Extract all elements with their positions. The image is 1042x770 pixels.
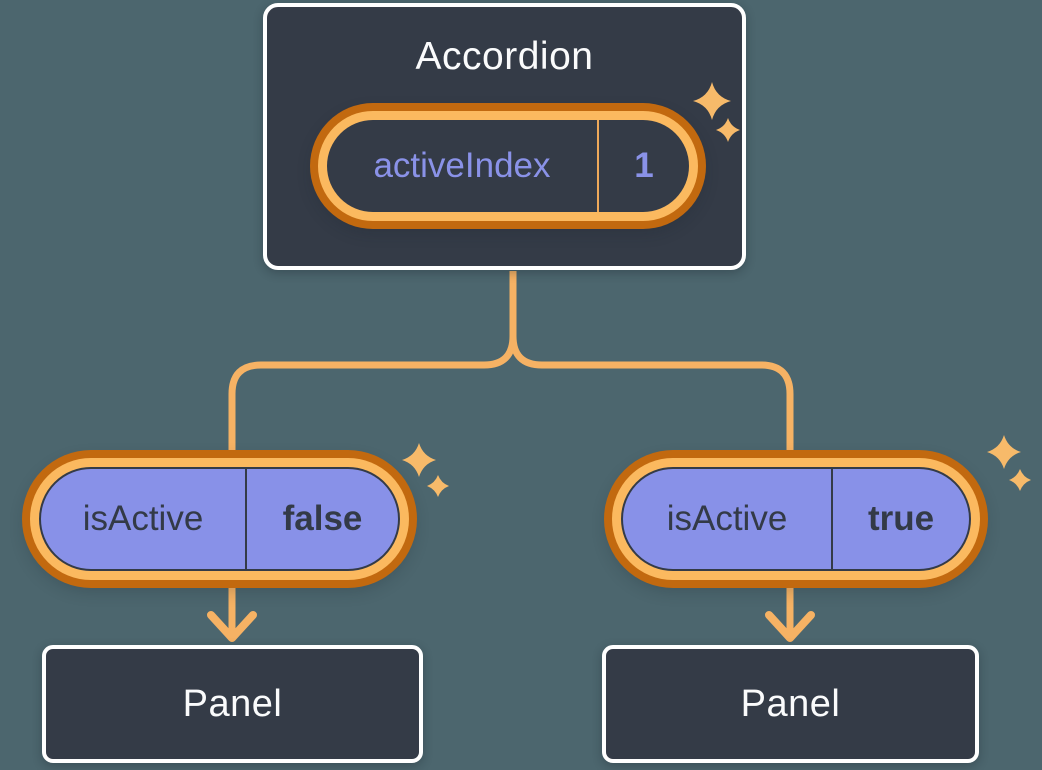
pill-divider <box>831 469 833 569</box>
sparkle-icon <box>402 443 436 477</box>
arrow-head-right <box>765 611 815 642</box>
connector-branch-right <box>509 271 794 458</box>
connector-branch-left <box>228 271 517 458</box>
prop-key-label: isActive <box>666 499 788 538</box>
state-key-label: activeIndex <box>373 146 551 185</box>
prop-pill-isactive-false: isActive false <box>39 467 400 571</box>
accordion-title: Accordion <box>415 35 594 78</box>
sparkle-icon <box>987 435 1021 469</box>
prop-pill-isactive-true: isActive true <box>621 467 971 571</box>
pill-divider <box>245 469 247 569</box>
prop-value-label: false <box>282 499 363 538</box>
sparkle-icon <box>1009 469 1031 491</box>
sparkle-icon <box>427 475 449 497</box>
panel-title: Panel <box>740 682 841 725</box>
pill-divider <box>597 120 599 212</box>
panel-node-left: Panel <box>42 645 423 763</box>
arrow-head-left <box>207 611 257 642</box>
panel-title: Panel <box>182 682 283 725</box>
panel-node-right: Panel <box>602 645 979 763</box>
state-pill-activeindex: activeIndex 1 <box>327 120 689 212</box>
state-value-label: 1 <box>634 146 654 185</box>
prop-key-label: isActive <box>82 499 204 538</box>
prop-value-label: true <box>867 499 935 538</box>
